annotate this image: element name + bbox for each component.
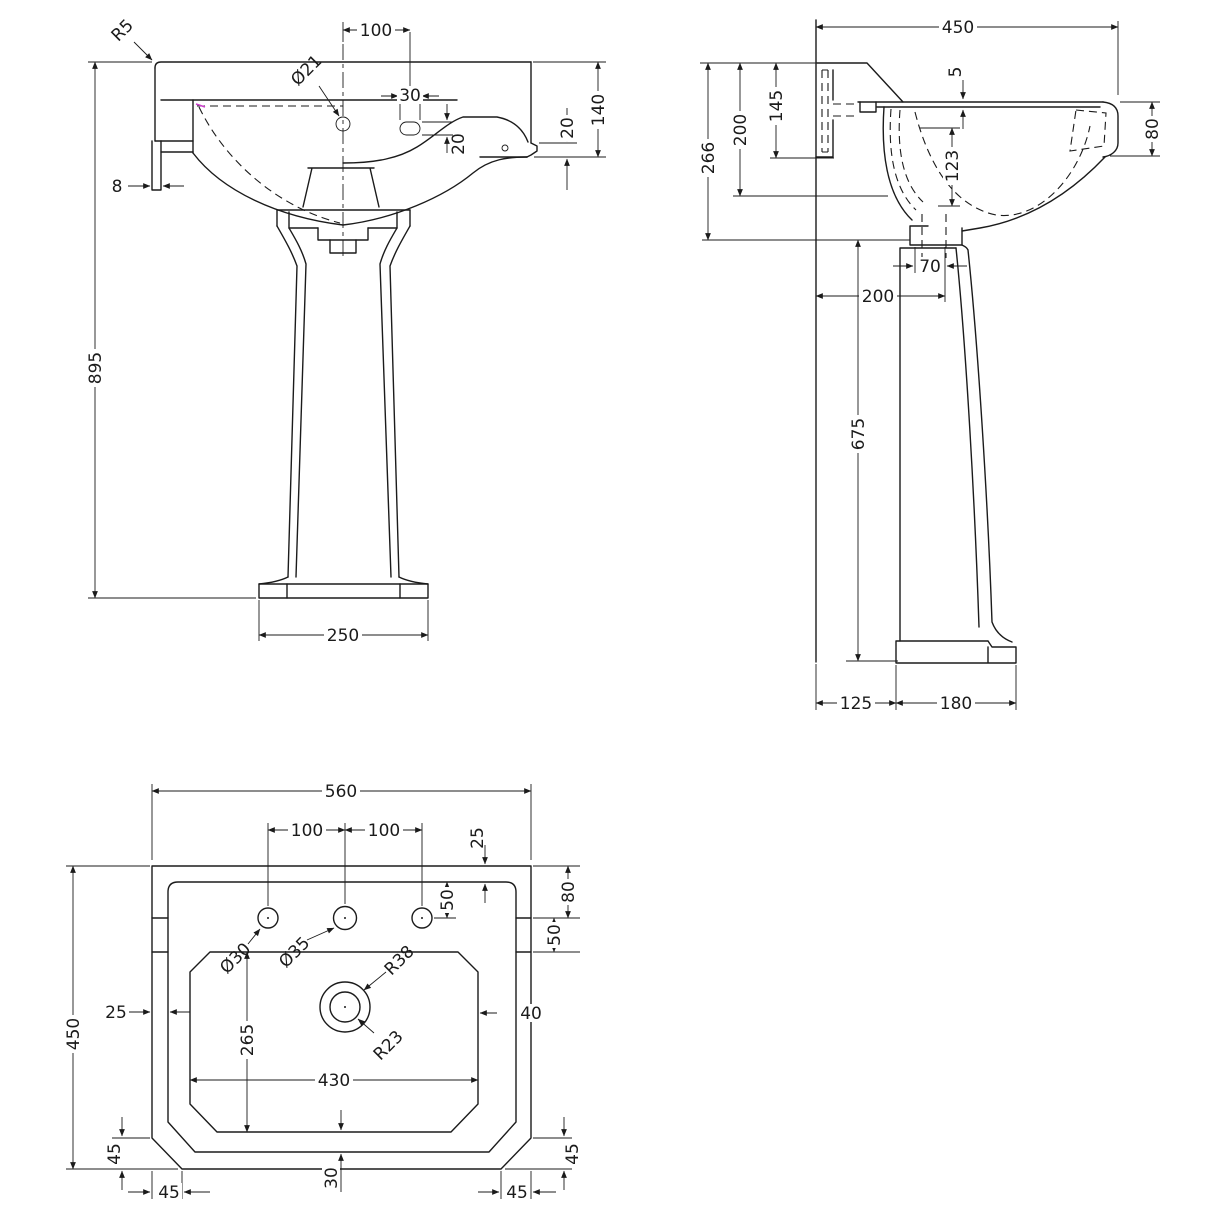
dim-label-20-slot: 20	[449, 133, 469, 155]
dim-label-125: 125	[840, 694, 872, 714]
dim-label-675: 675	[849, 418, 869, 450]
dim-label-25-left: 25	[105, 1003, 127, 1023]
dim-plan-tap-inset: 50	[434, 881, 458, 919]
dim-side-trap-width: 70	[893, 247, 967, 302]
dim-label-30: 30	[399, 86, 421, 106]
dim-plan-bowl-width: 430	[189, 1071, 479, 1091]
tap-hole-center	[332, 905, 358, 931]
dim-plan-bowl-length: 265	[238, 951, 258, 1133]
side-outline	[815, 19, 1119, 664]
dim-front-bracket-thickness: 8	[112, 177, 184, 197]
dim-plan-edge-band: 80	[533, 865, 580, 919]
chain-hole	[501, 144, 509, 152]
dim-label-70: 70	[919, 257, 941, 277]
dim-label-30-plan: 30	[322, 1167, 342, 1189]
dashed-line-highlight-mark	[195, 103, 206, 108]
front-pedestal-outline	[258, 167, 429, 599]
dim-label-250: 250	[327, 626, 359, 646]
dim-label-50-right: 50	[545, 924, 565, 946]
front-dimensions: 100 R5 Ø21 30	[86, 16, 609, 646]
dim-label-140: 140	[589, 94, 609, 126]
dim-label-430: 430	[318, 1071, 350, 1091]
dim-plan-chamfer-left-v: 45	[105, 1117, 178, 1190]
dim-label-450-side: 450	[942, 18, 974, 38]
dim-label-100-left: 100	[291, 821, 323, 841]
dim-label-45-lb: 45	[158, 1183, 180, 1203]
dim-side-basin-projection: 200	[815, 287, 946, 307]
dim-label-45-lv: 45	[105, 1143, 125, 1165]
dim-label-8: 8	[112, 177, 123, 197]
dim-label-200h: 200	[862, 287, 894, 307]
dim-label-145: 145	[767, 90, 787, 122]
dim-plan-shelf-depth: 50	[533, 917, 580, 953]
dim-label-180: 180	[940, 694, 972, 714]
dim-label-560: 560	[325, 782, 357, 802]
dim-side-back-mid-height: 200	[731, 62, 888, 197]
side-section-view: 450 5 145 200	[699, 18, 1163, 714]
dim-plan-chamfer-right-b: 45	[478, 1171, 556, 1203]
dim-plan-bowl-front-gap: 40	[479, 1004, 545, 1024]
dim-label-80-side: 80	[1143, 118, 1163, 140]
rim-pocket-hidden	[1069, 109, 1107, 152]
dim-label-25-top: 25	[468, 827, 488, 849]
dim-side-flange-height: 145	[700, 62, 834, 159]
overflow-slot	[399, 121, 421, 136]
tap-hole-left	[257, 907, 279, 929]
plan-outline	[151, 865, 532, 1170]
dim-plan-tap-spacing: 100 100	[267, 821, 423, 906]
dim-label-20-edge: 20	[558, 117, 578, 139]
dim-side-rim-rise: 5	[946, 67, 966, 129]
dim-plan-chamfer-right-v: 45	[505, 1117, 583, 1190]
dim-plan-width: 560	[151, 782, 532, 860]
dim-label-45-rv: 45	[563, 1143, 583, 1165]
dim-side-depth: 450	[815, 18, 1119, 95]
dim-label-265: 265	[238, 1024, 258, 1056]
dim-side-underside-height: 675	[846, 239, 898, 662]
side-dimensions: 450 5 145 200	[699, 18, 1163, 714]
dim-label-266: 266	[699, 142, 719, 174]
dim-front-base-width: 250	[258, 600, 429, 646]
plan-dimensions: 560 450 100 100	[64, 782, 583, 1203]
dim-label-123: 123	[943, 150, 963, 182]
dim-plan-rim-inset-top: 25	[468, 827, 488, 903]
dim-label-895: 895	[86, 352, 106, 384]
dim-front-tap-offset: 100	[342, 21, 411, 95]
dim-label-40: 40	[520, 1004, 542, 1024]
dim-label-100-right: 100	[368, 821, 400, 841]
dim-front-rim-height: 140	[533, 61, 609, 158]
dim-label-45-rb: 45	[506, 1183, 528, 1203]
dim-side-bowl-depth: 123	[920, 127, 963, 207]
dim-front-edge-step: 20	[539, 108, 578, 190]
dim-plan-chamfer-left-b: 45	[128, 1171, 210, 1203]
dim-label-80-plan: 80	[559, 881, 579, 903]
dim-label-100-top: 100	[360, 21, 392, 41]
waste-recess	[319, 981, 371, 1033]
bowl-hidden-line	[914, 111, 1091, 217]
dim-front-slot-height: 20	[422, 104, 469, 155]
tap-hole-right	[411, 907, 433, 929]
dim-side-pedestal-setback: 125	[815, 664, 1017, 714]
dim-plan-depth: 450	[64, 865, 178, 1170]
dim-side-rim-edge-height: 80	[1110, 101, 1163, 157]
dim-label-5: 5	[946, 67, 966, 78]
dim-label-450-plan: 450	[64, 1018, 84, 1050]
dim-label-50-tap: 50	[438, 889, 458, 911]
waste-hole	[329, 991, 361, 1023]
dim-plan-rim-front-gap: 30	[322, 1110, 344, 1192]
dim-plan-rim-inset-left: 25	[105, 1003, 190, 1023]
plan-view: 560 450 100 100	[64, 782, 583, 1203]
dim-side-base-depth: 180	[895, 694, 1017, 714]
front-basin-outline	[151, 44, 538, 258]
dim-side-back-height: 266	[699, 62, 910, 241]
dim-label-200v: 200	[731, 114, 751, 146]
dim-front-total-height: 895	[86, 61, 256, 599]
dim-front-slot-width: 30	[381, 86, 439, 120]
front-elevation-view: 100 R5 Ø21 30	[86, 16, 609, 646]
